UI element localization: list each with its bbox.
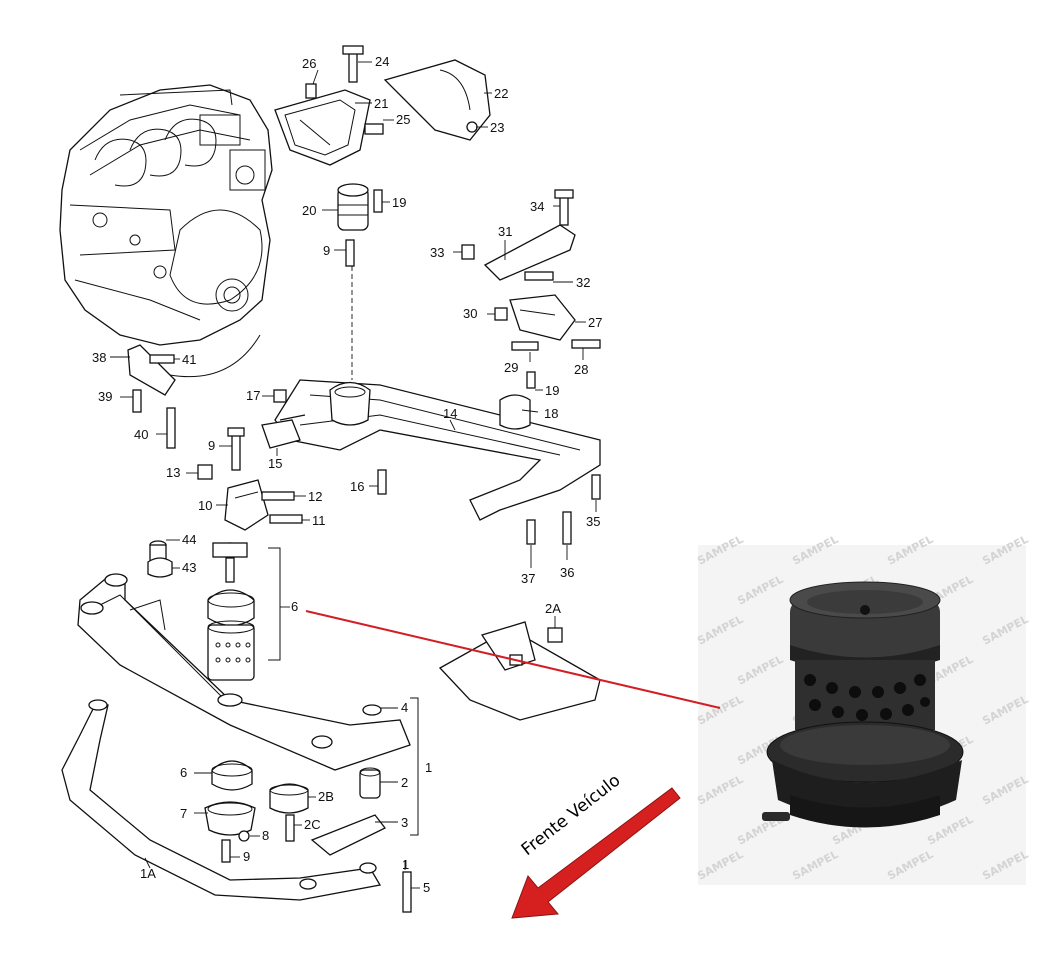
callout-44: 44 — [182, 532, 196, 547]
leader-lines — [110, 61, 597, 889]
callout-34: 34 — [530, 199, 544, 214]
callout-2: 2 — [401, 775, 408, 790]
callout-1b: 1 — [402, 857, 409, 872]
callout-6b: 6 — [180, 765, 187, 780]
subframe-1A — [61, 699, 382, 901]
callout-6a: 6 — [291, 599, 298, 614]
callout-35: 35 — [586, 514, 600, 529]
callout-5: 5 — [423, 880, 430, 895]
callout-26: 26 — [302, 56, 316, 71]
callout-20: 20 — [302, 203, 316, 218]
callout-14: 14 — [443, 406, 457, 421]
subframe-14 — [261, 379, 601, 545]
callout-36: 36 — [560, 565, 574, 580]
callout-25: 25 — [396, 112, 410, 127]
callout-1A: 1A — [140, 866, 156, 881]
callout-11: 11 — [312, 513, 326, 528]
vehicle-front-arrow — [511, 787, 681, 919]
callout-12: 12 — [308, 489, 322, 504]
callout-39: 39 — [98, 389, 112, 404]
callout-22: 22 — [494, 86, 508, 101]
callout-8: 8 — [262, 828, 269, 843]
callout-2C: 2C — [304, 817, 321, 832]
callout-33: 33 — [430, 245, 444, 260]
callout-38: 38 — [92, 350, 106, 365]
callout-13: 13 — [166, 465, 180, 480]
callout-41: 41 — [182, 352, 196, 367]
callout-30: 30 — [463, 306, 477, 321]
callout-31: 31 — [498, 224, 512, 239]
callout-15: 15 — [268, 456, 282, 471]
callout-18: 18 — [544, 406, 558, 421]
callout-labels: 26 24 22 21 25 23 20 19 9 34 31 33 32 30… — [92, 54, 602, 895]
callout-3: 3 — [401, 815, 408, 830]
callout-17: 17 — [246, 388, 260, 403]
callout-9c: 9 — [243, 849, 250, 864]
engine-block — [59, 84, 273, 346]
callout-23: 23 — [490, 120, 504, 135]
callout-37: 37 — [521, 571, 535, 586]
bracket-38 — [127, 334, 261, 449]
callout-7: 7 — [180, 806, 187, 821]
highlight-leader-line — [305, 610, 721, 709]
right-brackets — [461, 189, 601, 389]
engine-mount-6 — [147, 540, 281, 681]
lower-parts — [204, 697, 419, 913]
callout-1a: 1 — [425, 760, 432, 775]
callout-19a: 19 — [392, 195, 406, 210]
callout-9a: 9 — [323, 243, 330, 258]
callout-32: 32 — [576, 275, 590, 290]
subframe-1 — [77, 573, 411, 771]
callout-2B: 2B — [318, 789, 334, 804]
callout-29: 29 — [504, 360, 518, 375]
callout-16: 16 — [350, 479, 364, 494]
mount-20 — [337, 183, 383, 380]
callout-28: 28 — [574, 362, 588, 377]
callout-27: 27 — [588, 315, 602, 330]
upper-bracket — [274, 45, 491, 166]
callout-24: 24 — [375, 54, 389, 69]
callout-4: 4 — [401, 700, 408, 715]
callout-19b: 19 — [545, 383, 559, 398]
callout-21: 21 — [374, 96, 388, 111]
callout-40: 40 — [134, 427, 148, 442]
callout-10: 10 — [198, 498, 212, 513]
callout-2A: 2A — [545, 601, 561, 616]
mount-2A — [438, 621, 601, 721]
callout-9b: 9 — [208, 438, 215, 453]
callout-43: 43 — [182, 560, 196, 575]
mount-10 — [197, 427, 303, 531]
